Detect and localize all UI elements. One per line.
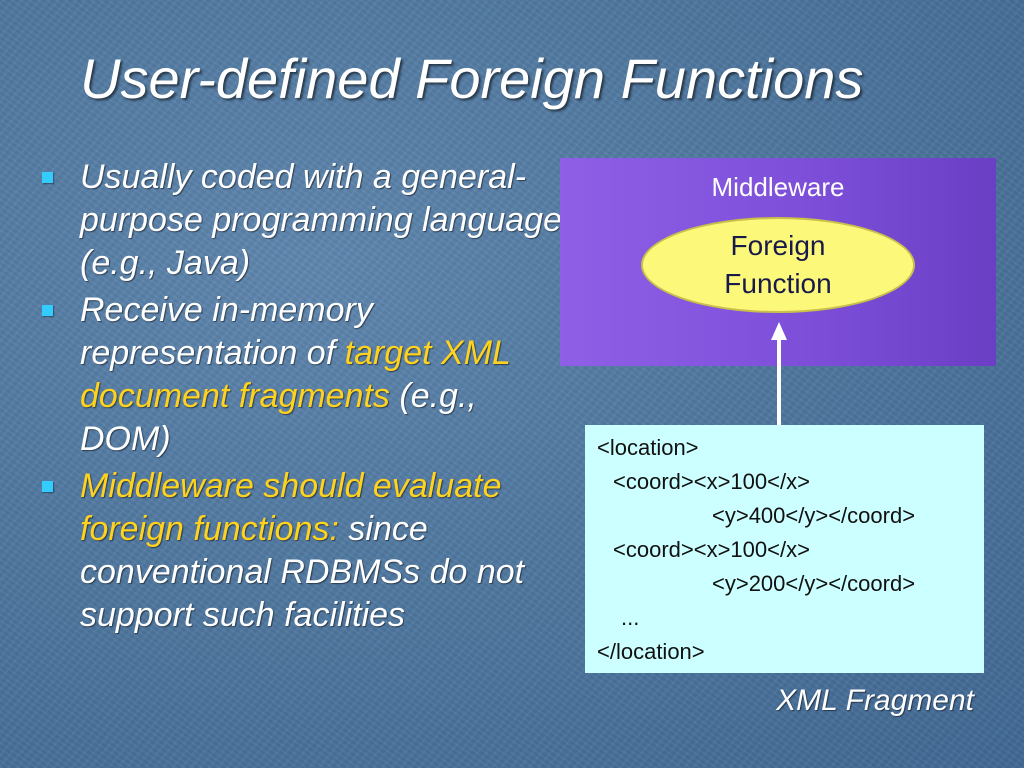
square-bullet-icon xyxy=(42,305,53,316)
square-bullet-icon xyxy=(42,481,53,492)
square-bullet-icon xyxy=(42,172,53,183)
foreign-function-label-line2: Function xyxy=(724,268,832,299)
xml-line: <coord><x>100</x> xyxy=(613,537,810,562)
xml-line: <coord><x>100</x> xyxy=(613,469,810,494)
up-arrow-icon xyxy=(771,322,787,426)
xml-line: ... xyxy=(621,605,640,630)
xml-line: </location> xyxy=(597,639,705,664)
bullet-list: Usually coded with a general-purpose pro… xyxy=(34,156,564,641)
bullet-item: Receive in-memory representation of targ… xyxy=(34,289,564,461)
highlighted-text: target XML document fragments xyxy=(80,334,511,415)
bullet-text: Receive in-memory representation of xyxy=(80,291,373,372)
bullet-item: Usually coded with a general-purpose pro… xyxy=(34,156,564,285)
bullet-item: Middleware should evaluate foreign funct… xyxy=(34,465,564,637)
xml-line: <location> xyxy=(597,435,699,460)
xml-line: <y>400</y></coord> xyxy=(712,503,916,528)
xml-fragment-caption: XML Fragment xyxy=(776,684,974,717)
middleware-box: Middleware Foreign Function xyxy=(560,158,996,366)
bullet-text: (e.g., DOM) xyxy=(80,377,477,458)
slide-title: User-defined Foreign Functions xyxy=(80,47,864,110)
bullet-text: since conventional RDBMSs do not support… xyxy=(80,510,525,634)
xml-fragment-box: <location> <coord><x>100</x> <y>400</y><… xyxy=(585,425,984,673)
xml-line: <y>200</y></coord> xyxy=(712,571,916,596)
foreign-function-label-line1: Foreign xyxy=(730,230,826,261)
middleware-label: Middleware xyxy=(711,172,845,202)
foreign-function-ellipse: Foreign Function xyxy=(641,217,915,313)
bullet-text: Usually coded with a general-purpose pro… xyxy=(80,158,562,282)
highlighted-text: Middleware should evaluate foreign funct… xyxy=(80,467,502,548)
